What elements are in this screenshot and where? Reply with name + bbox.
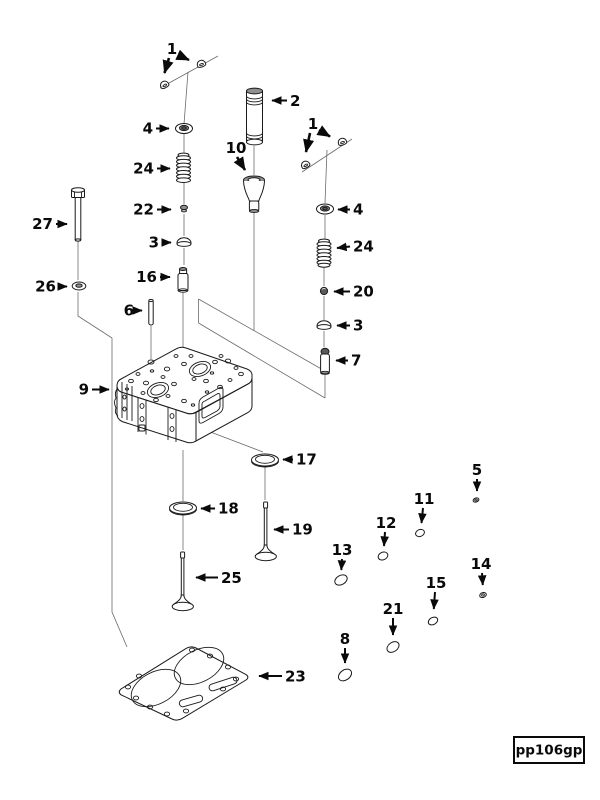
callout-20: 20	[333, 283, 374, 301]
callout-3-right: 3	[336, 317, 363, 335]
callout-25-label: 25	[221, 569, 242, 587]
callout-3-right-label: 3	[353, 317, 363, 335]
callout-21-label: 21	[383, 600, 404, 618]
part-small-ring-2	[377, 551, 389, 561]
part-bolt-washer	[71, 281, 87, 291]
callout-21: 21	[383, 600, 404, 636]
callout-6: 6	[124, 302, 143, 320]
callout-24-left: 24	[133, 160, 171, 178]
callout-26: 26	[35, 278, 68, 296]
callout-18-label: 18	[218, 500, 239, 518]
callout-12: 12	[376, 514, 397, 547]
part-dowel-pin	[148, 299, 154, 326]
part-guide-sleeve-left	[177, 267, 189, 293]
callout-10-label: 10	[226, 139, 247, 157]
callout-25: 25	[195, 569, 242, 587]
callout-19-label: 19	[292, 521, 313, 539]
part-cylinder-head	[114, 346, 253, 444]
part-small-ring-3	[427, 616, 439, 626]
callout-16-label: 16	[136, 268, 157, 286]
callout-4-left-label: 4	[143, 120, 153, 138]
callout-17-label: 17	[296, 451, 317, 469]
callout-1-right: 1	[303, 115, 331, 153]
part-guide-sleeve-right	[320, 347, 330, 375]
callout-15-label: 15	[426, 574, 447, 592]
part-valve-seat-right	[251, 453, 279, 468]
callout-24-right: 24	[336, 238, 374, 256]
callout-27-label: 27	[32, 215, 53, 233]
callout-23-label: 23	[285, 668, 306, 686]
part-valve-long	[171, 551, 194, 612]
part-head-bolt	[71, 187, 85, 242]
callout-5-label: 5	[472, 461, 482, 479]
callout-23: 23	[258, 668, 306, 686]
part-valve-collets-left	[160, 59, 207, 90]
callout-8-label: 8	[340, 630, 350, 648]
callout-4-left: 4	[143, 120, 170, 138]
part-ball-seal-right	[319, 286, 329, 296]
part-injector-sleeve-cup	[243, 175, 265, 214]
callout-24-left-label: 24	[133, 160, 154, 178]
part-valve-spring-right	[316, 238, 332, 268]
leader-lines	[77, 55, 353, 648]
part-head-gasket	[118, 646, 249, 721]
callout-1-left-label: 1	[167, 40, 177, 58]
callout-3-left: 3	[149, 234, 172, 252]
part-valve-guide-tube	[246, 87, 263, 146]
callout-15: 15	[426, 574, 447, 610]
part-stem-seal-left	[180, 204, 188, 213]
part-seal-cap-right	[316, 320, 332, 330]
callout-8: 8	[340, 630, 350, 664]
callout-5: 5	[472, 461, 482, 492]
callout-1-left: 1	[162, 40, 190, 74]
part-o-ring-1	[334, 574, 348, 586]
callout-11: 11	[414, 490, 435, 524]
callout-26-label: 26	[35, 278, 56, 296]
part-small-plug-2	[479, 591, 487, 599]
part-valve-short	[254, 501, 277, 562]
callout-18: 18	[200, 500, 239, 518]
callout-12-label: 12	[376, 514, 397, 532]
callout-2: 2	[271, 92, 300, 110]
callout-4-right: 4	[337, 201, 363, 219]
callout-16: 16	[136, 268, 171, 286]
figure-code-text: pp106gp	[516, 743, 583, 759]
callout-19: 19	[273, 521, 313, 539]
callout-22-label: 22	[133, 201, 154, 219]
callout-10: 10	[226, 139, 247, 171]
part-valve-collets-right	[301, 137, 348, 170]
part-small-plug-1	[472, 497, 480, 503]
part-spring-retainer-right	[316, 203, 334, 215]
callout-27: 27	[32, 215, 68, 233]
callout-7: 7	[335, 352, 361, 370]
part-spring-retainer-left	[175, 123, 193, 134]
part-valve-seat-left	[169, 501, 197, 516]
part-small-ring-1	[415, 528, 425, 538]
part-seal-cap-left	[176, 237, 192, 247]
callout-17: 17	[282, 451, 317, 469]
callout-2-label: 2	[290, 92, 300, 110]
callout-4-right-label: 4	[353, 201, 363, 219]
callout-6-label: 6	[124, 302, 134, 320]
figure-code-box: pp106gp	[513, 736, 585, 764]
callout-14: 14	[471, 555, 492, 586]
callout-13-label: 13	[332, 541, 353, 559]
callout-24-right-label: 24	[353, 238, 374, 256]
callout-3-left-label: 3	[149, 234, 159, 252]
part-o-ring-3	[337, 668, 353, 682]
callout-9-label: 9	[79, 381, 89, 399]
callout-1-right-label: 1	[308, 115, 318, 133]
part-o-ring-2	[386, 641, 400, 653]
callout-7-label: 7	[351, 352, 361, 370]
callout-14-label: 14	[471, 555, 492, 573]
part-valve-spring-left	[176, 152, 191, 183]
callout-22: 22	[133, 201, 172, 219]
callout-11-label: 11	[414, 490, 435, 508]
callout-9: 9	[79, 381, 110, 399]
callout-20-label: 20	[353, 283, 374, 301]
callout-13: 13	[332, 541, 353, 571]
